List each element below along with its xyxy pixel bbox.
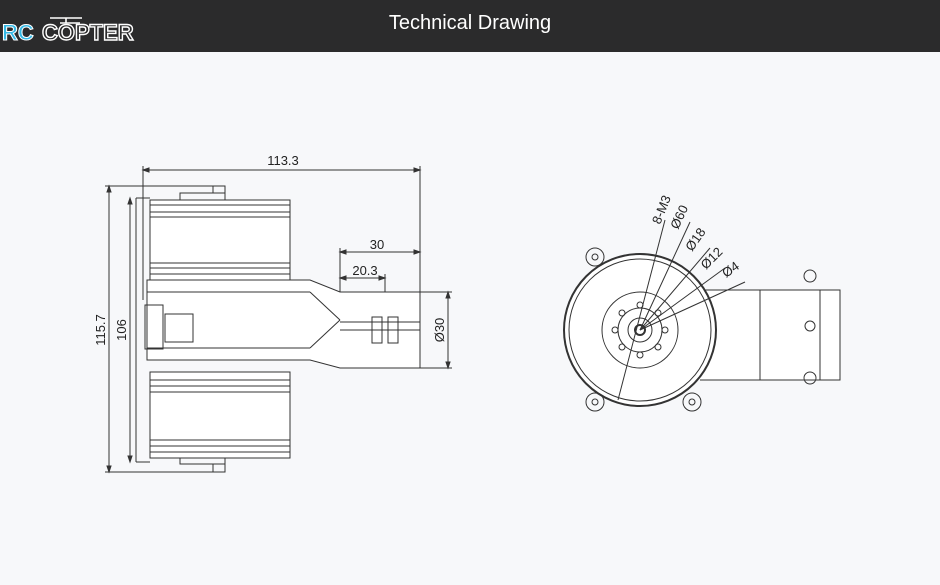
- leader-8m3: [617, 219, 666, 401]
- clamp-bolt-right: [387, 316, 399, 344]
- clamp-bolt-left: [371, 316, 383, 344]
- side-view: [105, 166, 452, 474]
- ear-bottom-right: [682, 392, 702, 412]
- arm-bolt-mid: [804, 320, 816, 332]
- front-arm: [700, 289, 841, 381]
- upper-motor-body: [149, 199, 291, 281]
- inner-ring-12: [627, 317, 653, 343]
- drawing-area: 113.3 30 20.3 115.7 106 Ø30 8-M3 Ø60 Ø18…: [0, 52, 940, 581]
- label-113-3: 113.3: [267, 153, 299, 168]
- logo-rc-text: RC: [2, 20, 34, 44]
- label-d4: Ø4: [719, 258, 742, 280]
- arm-bolt-bottom: [803, 371, 817, 385]
- lower-shaft: [212, 463, 226, 473]
- lower-motor-body: [149, 371, 291, 459]
- ear-bottom-left: [585, 392, 605, 412]
- leader-d4: [639, 281, 746, 331]
- leader-d18: [639, 247, 711, 331]
- ear-top-left: [585, 247, 605, 267]
- lower-bottom-plate: [179, 457, 226, 465]
- inner-ring-60: [601, 291, 679, 369]
- side-connector: [144, 304, 164, 350]
- arm-bolt-top: [803, 269, 817, 283]
- label-20-3: 20.3: [352, 263, 377, 278]
- upper-top-plate: [179, 192, 226, 201]
- leader-d60: [639, 221, 691, 331]
- upper-shaft: [212, 185, 226, 194]
- page-title: Technical Drawing: [388, 12, 552, 34]
- arm-mount: [146, 279, 421, 369]
- rc-copter-logo: RC COPTER: [2, 17, 134, 44]
- center-shaft: [634, 324, 646, 336]
- technical-drawing: 113.3 30 20.3 115.7 106 Ø30 8-M3 Ø60 Ø18…: [93, 153, 841, 474]
- logo-copter-text: COPTER: [42, 20, 134, 44]
- helicopter-icon: [50, 17, 82, 24]
- leader-d12: [639, 267, 726, 331]
- label-dia30: Ø30: [432, 318, 447, 343]
- side-block: [164, 313, 194, 343]
- label-106: 106: [114, 319, 129, 341]
- front-view: [563, 219, 841, 412]
- header-bar: RC COPTER Technical Drawing: [0, 0, 940, 52]
- label-115-7: 115.7: [93, 314, 108, 346]
- label-30: 30: [370, 237, 384, 252]
